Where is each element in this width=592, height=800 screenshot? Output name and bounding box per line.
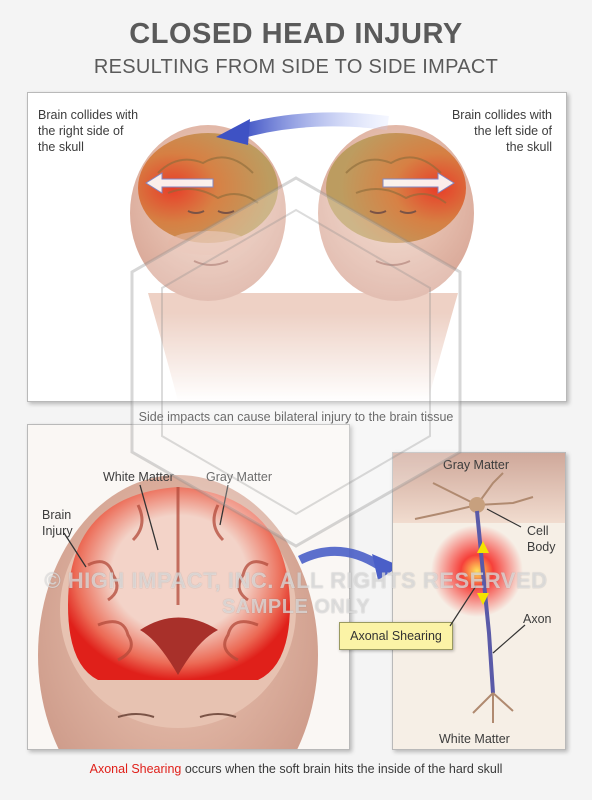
page-title: CLOSED HEAD INJURY <box>129 18 463 50</box>
label-neuron-gray-matter: Gray Matter <box>443 458 509 472</box>
label-brain-injury: Brain Injury <box>42 508 73 538</box>
right-brain-arrow <box>382 172 455 194</box>
top-caption: Side impacts can cause bilateral injury … <box>138 410 454 424</box>
label-cell-body: Cell Body <box>527 524 556 554</box>
bottom-caption: Axonal Shearing occurs when the soft bra… <box>0 762 592 776</box>
impact-arrow <box>241 112 389 138</box>
watermark-sample: SAMPLE ONLY <box>221 596 371 618</box>
page-subtitle: RESULTING FROM SIDE TO SIDE IMPACT <box>93 56 499 78</box>
side-impact-panel: Brain collides with the right side of th… <box>27 92 567 402</box>
label-white-matter: White Matter <box>103 470 174 484</box>
label-right-collision: Brain collides with the left side of the… <box>451 108 552 154</box>
caption-rest: occurs when the soft brain hits the insi… <box>181 762 503 776</box>
coronal-brain-illustration <box>38 475 318 749</box>
watermark-copyright: © HIGH IMPACT, INC. ALL RIGHTS RESERVED <box>44 568 548 593</box>
label-axon: Axon <box>523 612 552 626</box>
two-heads-illustration <box>28 112 566 401</box>
label-left-collision: Brain collides with the right side of th… <box>38 108 139 154</box>
label-neuron-white-matter: White Matter <box>439 732 510 746</box>
caption-highlight: Axonal Shearing <box>89 762 182 776</box>
left-brain-arrow <box>145 172 214 194</box>
neuron-illustration <box>393 453 565 723</box>
neuron-panel: Gray Matter Cell Body Axon White Matter <box>392 452 566 750</box>
axonal-shearing-callout: Axonal Shearing <box>339 622 453 650</box>
label-gray-matter: Gray Matter <box>206 470 272 484</box>
brain-section-panel: White Matter Gray Matter Brain Injury <box>27 424 350 750</box>
